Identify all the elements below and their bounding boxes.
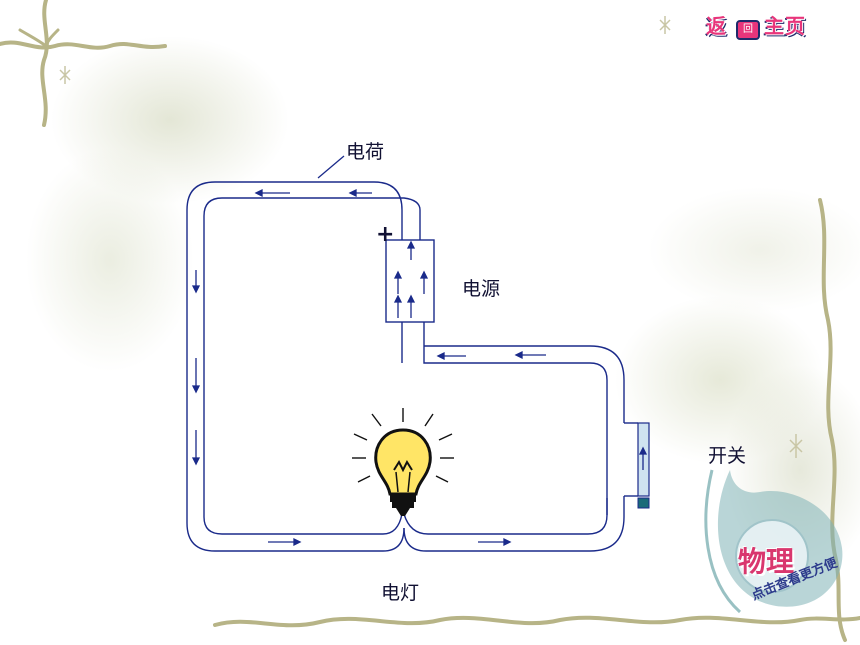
badge-title[interactable]: 物理 [738, 545, 795, 578]
arrow-mid-left [436, 351, 466, 361]
decorative-leaves [59, 16, 803, 458]
physics-badge[interactable] [704, 469, 843, 614]
switch-label: 开关 [708, 445, 747, 467]
power-source-box [385, 239, 435, 323]
charge-label: 电荷 [346, 141, 385, 163]
lamp-label: 电灯 [381, 582, 420, 604]
vine-border-top-left [0, 0, 167, 127]
arrow-battery-3 [393, 294, 403, 318]
current-arrows [191, 188, 648, 547]
lightbulb-icon [352, 408, 454, 516]
home-button[interactable]: 主页 [764, 14, 806, 38]
arrow-top-right [348, 188, 372, 198]
back-button[interactable]: 返 [706, 14, 727, 38]
arrow-bottom-left [268, 537, 302, 547]
arrow-top-left [254, 188, 290, 198]
back-small-icon[interactable]: 回 [736, 20, 760, 40]
power-source-label: 电源 [462, 278, 501, 300]
vine-border-bottom [213, 198, 860, 642]
arrow-entry-up [406, 240, 416, 260]
bulb-rays [352, 408, 454, 483]
arrow-switch-up [638, 446, 648, 470]
wire-pipe [186, 181, 638, 552]
arrow-left-2 [191, 358, 201, 394]
switch-base [637, 497, 650, 509]
arrow-left-1 [191, 270, 201, 294]
arrow-left-3 [191, 430, 201, 466]
charge-leader-line [317, 155, 345, 179]
arrow-mid-right [514, 350, 546, 360]
arrow-battery-4 [406, 294, 416, 318]
arrow-bottom-right [478, 537, 512, 547]
arrow-battery-2 [419, 270, 429, 294]
arrow-battery-1 [393, 270, 403, 294]
positive-terminal-label: + [376, 222, 395, 247]
